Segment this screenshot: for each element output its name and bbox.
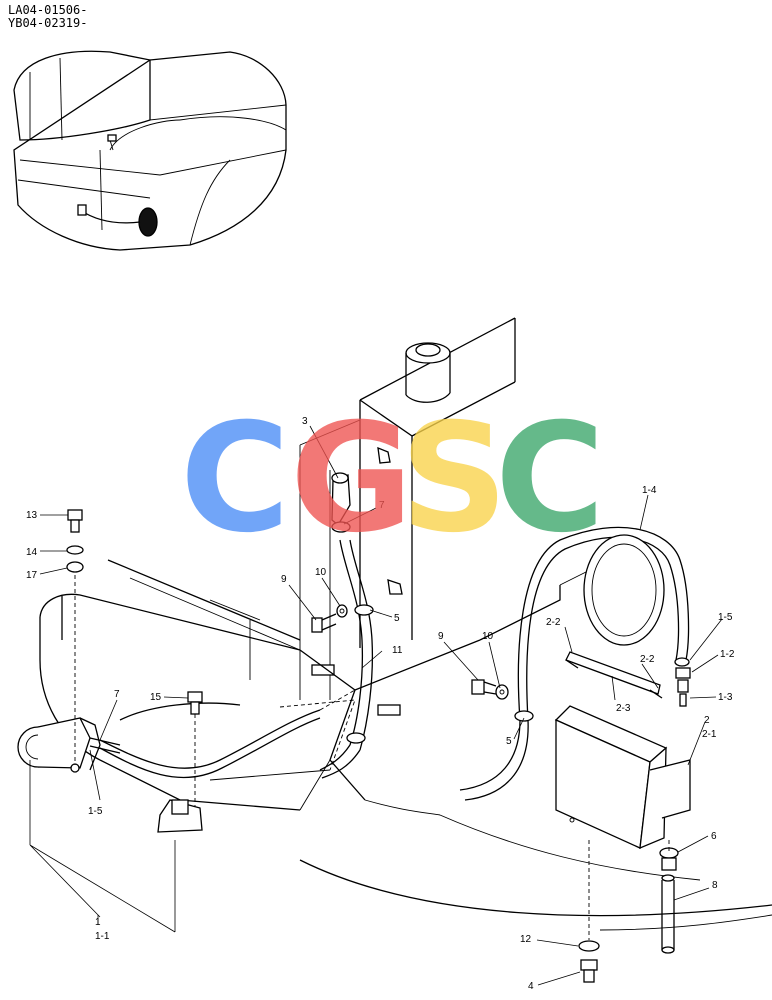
callout-7-upper: 7 bbox=[379, 500, 385, 511]
bracket-2-3 bbox=[565, 651, 663, 699]
callout-12: 12 bbox=[520, 934, 532, 945]
callout-1-1: 1-1 bbox=[95, 931, 110, 942]
callout-8: 8 bbox=[712, 880, 718, 891]
callout-1: 1 bbox=[95, 917, 101, 928]
watermark-letter-4: C bbox=[495, 392, 605, 566]
bolt-13-stack bbox=[66, 509, 84, 765]
watermark-letter-3: S bbox=[400, 392, 508, 566]
bolt-15-bracket bbox=[157, 691, 203, 833]
hose-1-4 bbox=[459, 526, 690, 801]
leader-lines bbox=[29, 425, 723, 986]
frame-structure bbox=[39, 559, 772, 931]
callout-9-left: 9 bbox=[281, 574, 287, 585]
callout-2-2-right: 2-2 bbox=[640, 654, 655, 665]
hose-lower bbox=[99, 689, 356, 779]
watermark-letter-2: G bbox=[290, 392, 413, 566]
callout-7-lower: 7 bbox=[114, 689, 120, 700]
callout-1-5-left: 1-5 bbox=[88, 806, 103, 817]
callout-3: 3 bbox=[302, 416, 308, 427]
watermark-logo: C G S C bbox=[180, 392, 605, 566]
callout-10-right: 10 bbox=[482, 631, 494, 642]
callout-1-5-right: 1-5 bbox=[718, 612, 733, 623]
callouts: 3 7 9 10 5 11 9 10 5 1-4 1-5 1-2 1-3 2 2… bbox=[26, 416, 735, 992]
inset-overview bbox=[13, 50, 287, 251]
callout-6: 6 bbox=[711, 831, 717, 842]
serial-range-line-1: LA04-01506- bbox=[8, 3, 87, 17]
washer-motor-assembly bbox=[17, 717, 121, 773]
callout-5-lower: 5 bbox=[506, 736, 512, 747]
callout-1-3: 1-3 bbox=[718, 692, 733, 703]
callout-4: 4 bbox=[528, 981, 534, 992]
callout-17: 17 bbox=[26, 570, 38, 581]
callout-14: 14 bbox=[26, 547, 38, 558]
callout-13: 13 bbox=[26, 510, 38, 521]
callout-2-1: 2-1 bbox=[702, 729, 717, 740]
callout-2: 2 bbox=[704, 715, 710, 726]
bolt-9-left bbox=[311, 604, 348, 633]
callout-2-3: 2-3 bbox=[616, 703, 631, 714]
radiator-housing bbox=[299, 317, 516, 716]
serial-range-line-2: YB04-02319- bbox=[8, 16, 87, 30]
callout-1-4: 1-4 bbox=[642, 485, 657, 496]
watermark-letter-1: C bbox=[180, 392, 290, 566]
nozzle-pipe-8 bbox=[659, 840, 679, 954]
callout-10-left: 10 bbox=[315, 567, 327, 578]
callout-2-2-left: 2-2 bbox=[546, 617, 561, 628]
callout-9-right: 9 bbox=[438, 631, 444, 642]
washer-tank-2 bbox=[554, 705, 691, 850]
washer-12-bolt-4 bbox=[578, 840, 600, 983]
bolt-9-right bbox=[471, 679, 509, 700]
hose-11 bbox=[319, 446, 403, 779]
fittings-right bbox=[674, 657, 691, 707]
callout-15: 15 bbox=[150, 692, 162, 703]
callout-11: 11 bbox=[392, 645, 403, 656]
callout-1-2: 1-2 bbox=[720, 649, 735, 660]
callout-5-upper: 5 bbox=[394, 613, 400, 624]
